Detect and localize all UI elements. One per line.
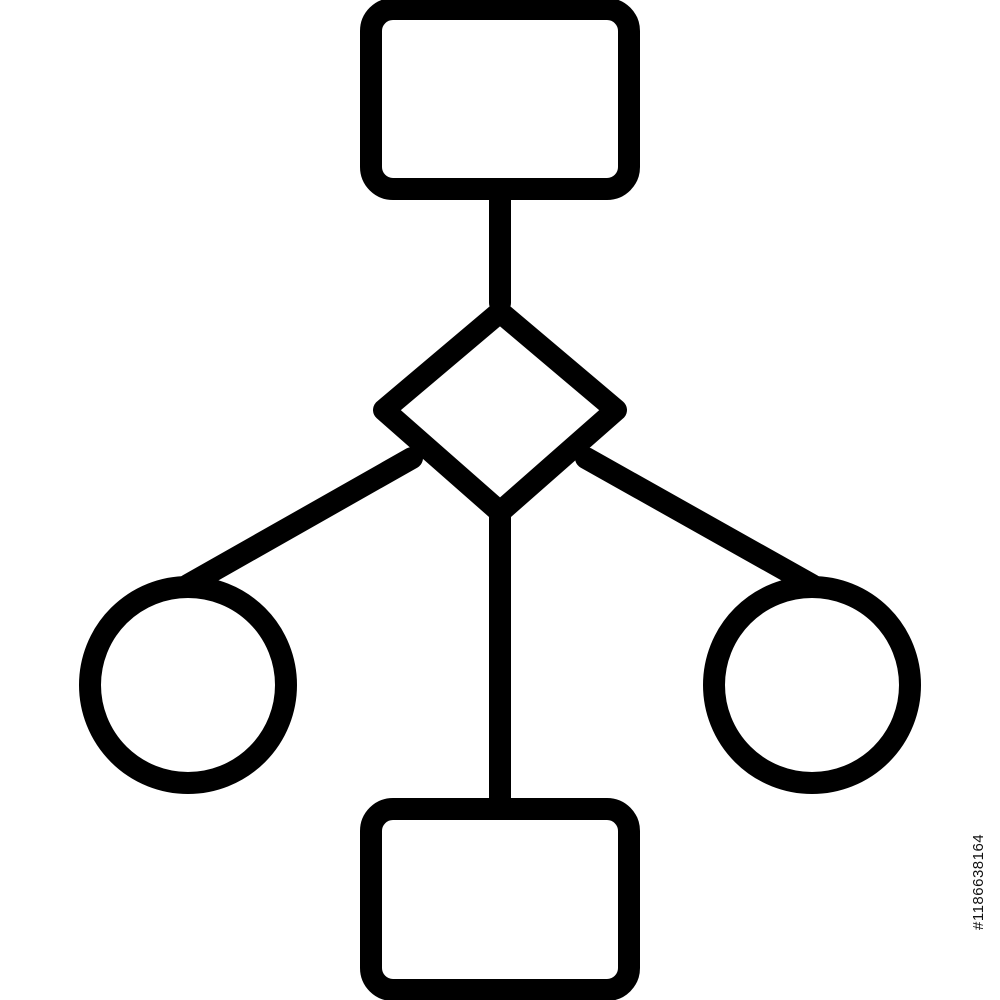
- bottom-process-box: [360, 798, 640, 1000]
- right-terminal-circle: [703, 576, 921, 794]
- image-id-text: #1186638164: [970, 833, 987, 930]
- left-terminal-circle: [79, 576, 297, 794]
- decision-diamond: [373, 301, 627, 523]
- connector-diamond-to-right-circle: [575, 447, 823, 596]
- connector-diamond-to-left-circle: [177, 447, 423, 596]
- top-process-box: [360, 0, 640, 200]
